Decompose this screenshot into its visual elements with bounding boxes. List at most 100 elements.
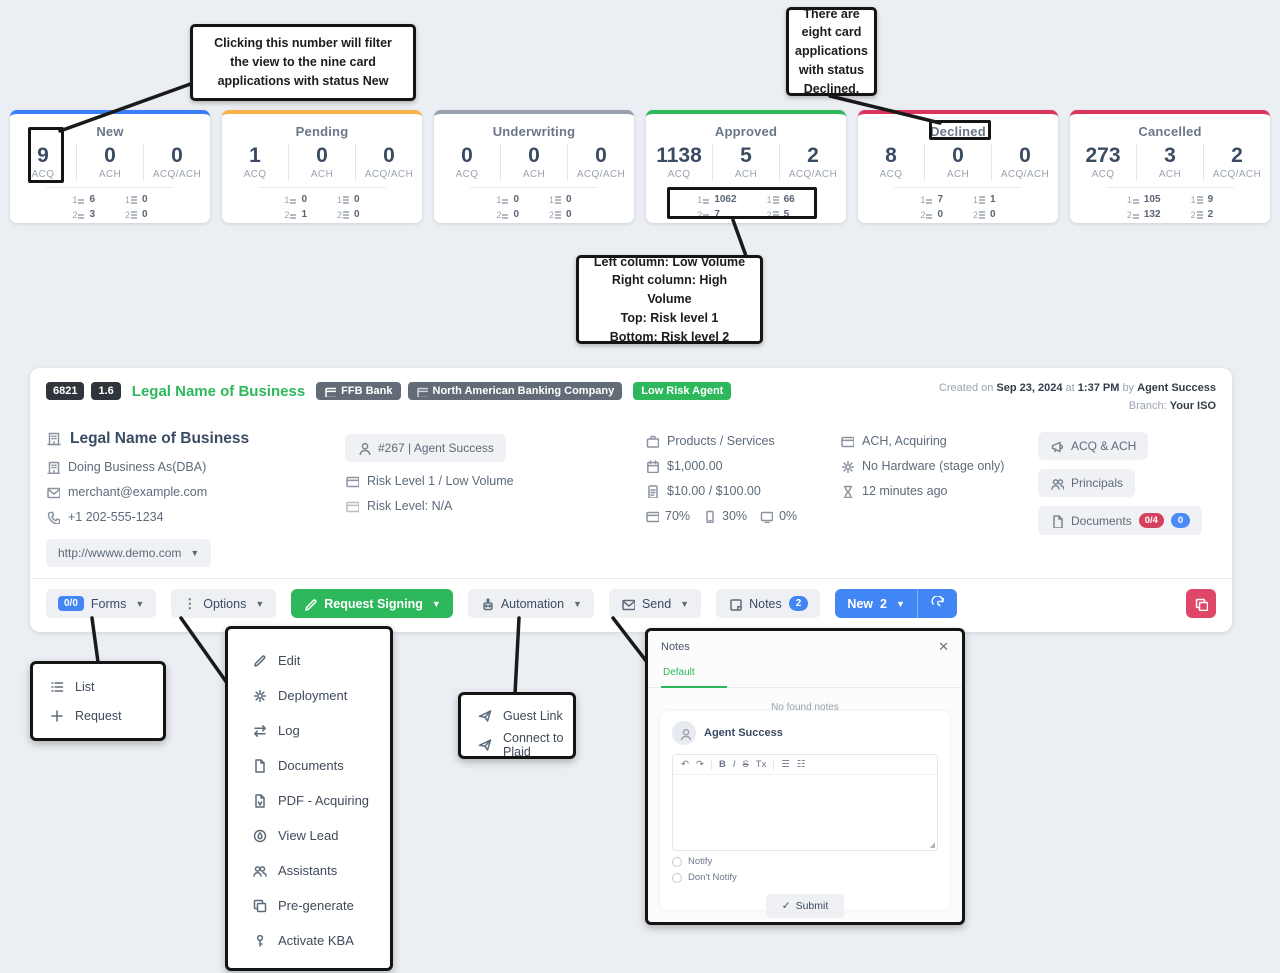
phone-icon <box>47 511 60 524</box>
documents-count-badge: 0 <box>1170 513 1191 528</box>
options-button[interactable]: ⋮Options▼ <box>171 589 277 618</box>
history-button[interactable] <box>916 589 957 618</box>
high-volume-icon <box>1196 210 1203 220</box>
note-compose-card: Agent Success ↶ ↷ B I S Tx ☰ ☷ ◢ Notify … <box>660 711 950 918</box>
website-dropdown[interactable]: http://wwww.demo.com▼ <box>46 539 212 567</box>
request-signing-button[interactable]: Request Signing▼ <box>291 589 453 618</box>
business-name-heading: Legal Name of Business <box>46 430 336 448</box>
user-icon <box>679 728 691 740</box>
menu-item-connect-plaid[interactable]: Connect to Plaid <box>461 730 573 759</box>
hardware-row: No Hardware (stage only) <box>840 459 1004 473</box>
clear-format-button[interactable]: Tx <box>755 759 767 770</box>
note-icon <box>730 598 742 611</box>
bold-button[interactable]: B <box>718 759 726 770</box>
redo-icon[interactable]: ↷ <box>695 759 704 770</box>
menu-item-view-lead[interactable]: View Lead <box>228 818 390 853</box>
menu-item-list[interactable]: List <box>33 672 163 701</box>
status-card-title: Pending <box>295 124 349 139</box>
note-author: Agent Success <box>704 727 783 739</box>
menu-item-request[interactable]: Request <box>33 701 163 730</box>
swap-arrows-icon <box>254 725 266 737</box>
duplicate-button[interactable] <box>1186 589 1216 618</box>
menu-item-assistants[interactable]: Assistants <box>228 853 390 888</box>
dots-vertical-icon: ⋮ <box>183 595 197 611</box>
menu-item-pre-generate[interactable]: Pre-generate <box>228 888 390 923</box>
ordered-list-icon[interactable]: ☰ <box>781 759 790 770</box>
high-volume-icon <box>131 195 138 205</box>
automation-button[interactable]: Automation▼ <box>467 589 594 618</box>
low-volume-icon <box>78 211 85 219</box>
menu-item-log[interactable]: Log <box>228 713 390 748</box>
menu-item-activate-kba[interactable]: Activate KBA <box>228 923 390 958</box>
bullet-list-icon[interactable]: ☷ <box>796 759 806 770</box>
products-services-row: Products / Services <box>645 434 797 448</box>
strikethrough-button[interactable]: S <box>742 759 749 770</box>
business-title-link[interactable]: Legal Name of Business <box>131 382 306 400</box>
dont-notify-radio[interactable]: Don't Notify <box>672 872 938 883</box>
agent-badge[interactable]: #267 | Agent Success <box>345 434 506 462</box>
resize-handle-icon[interactable]: ◢ <box>929 842 935 849</box>
menu-item-deployment[interactable]: Deployment <box>228 678 390 713</box>
menu-item-pdf-acquiring[interactable]: PDF - Acquiring <box>228 783 390 818</box>
user-icon <box>359 442 371 455</box>
risk-tag-badge: Low Risk Agent <box>633 382 732 400</box>
acq-ach-button[interactable]: ACQ & ACH <box>1038 432 1149 460</box>
forms-badge: 0/0 <box>58 596 84 611</box>
documents-missing-badge: 0/4 <box>1138 513 1164 528</box>
chevron-down-icon: ▼ <box>573 598 582 609</box>
italic-button[interactable]: I <box>732 759 736 770</box>
chevron-down-icon: ▼ <box>431 598 441 609</box>
note-editor[interactable]: ↶ ↷ B I S Tx ☰ ☷ ◢ <box>672 754 938 851</box>
chevron-down-icon: ▼ <box>135 598 145 609</box>
undo-icon[interactable]: ↶ <box>681 759 689 770</box>
building-icon <box>47 432 61 446</box>
briefcase-icon <box>646 435 659 448</box>
submit-button[interactable]: ✓Submit <box>765 894 845 918</box>
close-icon[interactable]: ✕ <box>938 639 949 654</box>
principals-button[interactable]: Principals <box>1038 469 1136 497</box>
card-icon <box>841 436 854 448</box>
tab-default[interactable]: Default <box>663 667 695 678</box>
notify-radio[interactable]: Notify <box>672 856 938 867</box>
highlight-rect-approved-mini <box>667 187 817 219</box>
calendar-icon <box>647 460 659 473</box>
menu-item-guest-link[interactable]: Guest Link <box>461 701 573 730</box>
note-text-area[interactable] <box>673 775 937 841</box>
chevron-down-icon: ▼ <box>680 598 690 609</box>
send-button[interactable]: Send▼ <box>608 589 702 618</box>
menu-item-documents[interactable]: Documents <box>228 748 390 783</box>
low-volume-icon <box>290 211 297 219</box>
menu-item-edit[interactable]: Edit <box>228 643 390 678</box>
